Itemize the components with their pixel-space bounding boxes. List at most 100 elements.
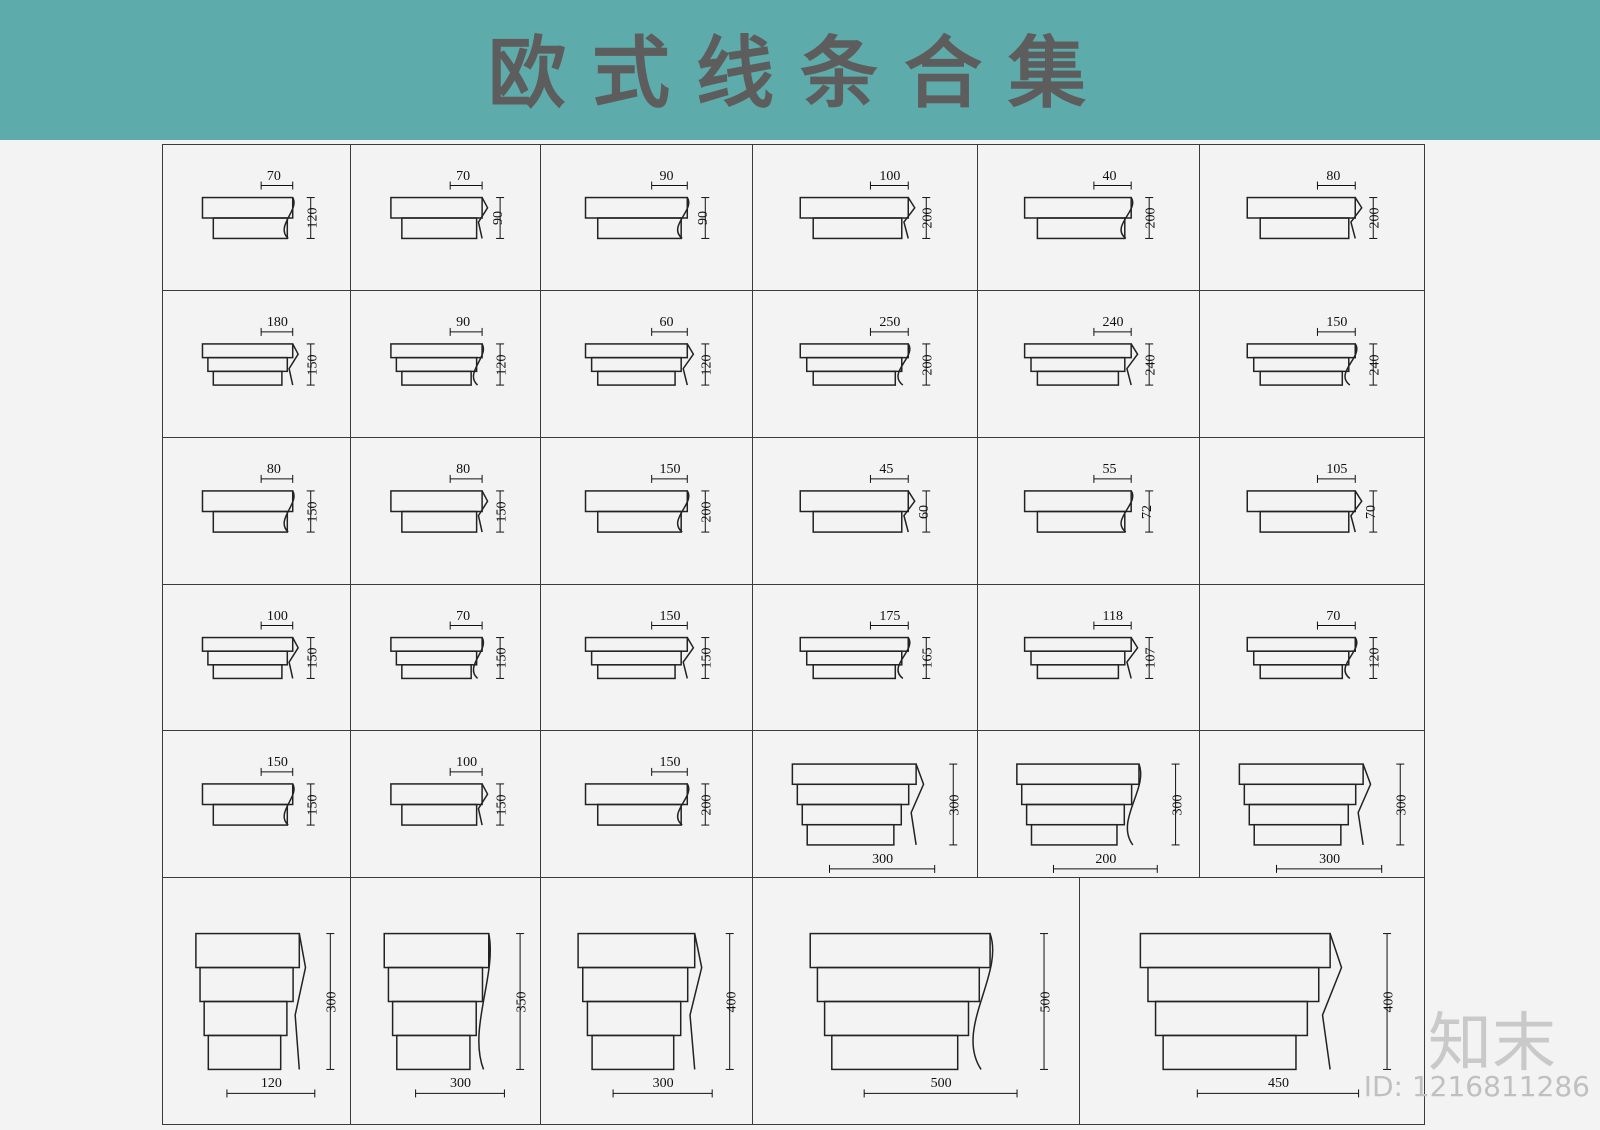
dimension-lines (829, 763, 958, 873)
profile-band (577, 932, 696, 969)
profile-band (212, 803, 289, 826)
width-dimension: 175 (879, 608, 901, 624)
molding-drawing (1246, 621, 1378, 680)
molding-profile (799, 490, 916, 533)
profile-band (816, 966, 981, 1003)
width-dimension: 300 (652, 1076, 674, 1092)
profile-edge (682, 637, 695, 679)
profile-edge (972, 933, 994, 1070)
dimension-lines (651, 181, 710, 239)
height-dimension: 150 (305, 501, 321, 522)
height-dimension: 200 (920, 207, 936, 229)
profile-band (201, 783, 294, 806)
molding-drawing (383, 932, 525, 1098)
height-dimension: 300 (1170, 794, 1186, 815)
height-dimension: 165 (920, 647, 936, 669)
height-dimension: 300 (947, 794, 963, 815)
profile-band (596, 803, 682, 826)
profile-edge (472, 343, 485, 386)
dimension-lines (260, 474, 315, 533)
profile-band (831, 1034, 959, 1071)
dimension-lines (449, 181, 505, 239)
profile-band (201, 636, 294, 652)
molding-drawing (799, 621, 931, 680)
width-dimension: 100 (266, 608, 288, 624)
profile-band (395, 356, 478, 373)
molding-drawing (1023, 181, 1154, 240)
height-dimension: 150 (494, 647, 510, 669)
molding-profile (584, 490, 690, 533)
dimension-lines (869, 327, 931, 386)
molding-profile (1023, 196, 1134, 240)
molding-drawing (1023, 327, 1154, 386)
molding-profile (1016, 763, 1142, 846)
profile-band (1259, 664, 1344, 680)
watermark-logo: 知末 (1428, 1007, 1556, 1081)
width-dimension: 60 (659, 314, 674, 330)
profile-band (823, 1000, 970, 1037)
profile-band (1030, 823, 1118, 846)
profile-band (1259, 510, 1350, 533)
width-dimension: 250 (879, 314, 901, 330)
profile-edge (472, 637, 485, 679)
width-dimension: 500 (930, 1076, 952, 1092)
profile-band (812, 510, 903, 533)
profile-band (1036, 217, 1126, 240)
molding-drawing (201, 327, 315, 386)
profile-edge (283, 490, 295, 533)
profile-edge (1321, 933, 1343, 1070)
molding-drawing (390, 621, 505, 680)
molding-drawing (584, 474, 710, 533)
dimension-lines (260, 327, 315, 386)
profile-band (791, 763, 917, 786)
profile-band (395, 650, 478, 666)
profile-edge (903, 490, 916, 533)
molding-drawing (201, 621, 315, 680)
profile-edge (903, 197, 916, 239)
molding-profile (584, 783, 690, 826)
profile-edge (477, 197, 489, 239)
dimension-lines (1093, 181, 1154, 239)
profile-band (199, 966, 294, 1003)
profile-band (401, 803, 478, 826)
dimension-lines (869, 474, 931, 533)
dimension-lines (449, 474, 505, 533)
profile-band (383, 932, 490, 969)
dimension-lines (1316, 327, 1378, 386)
molding-drawing (390, 767, 505, 826)
molding-drawing (195, 932, 335, 1098)
height-dimension: 120 (1367, 647, 1383, 669)
profile-band (203, 1000, 288, 1037)
profile-band (390, 490, 483, 513)
profile-band (390, 343, 483, 359)
molding-profile (390, 196, 489, 240)
molding-drawing (791, 763, 958, 873)
profile-band (812, 664, 897, 680)
height-dimension: 70 (1364, 504, 1380, 519)
width-dimension: 70 (266, 168, 281, 184)
profile-band (401, 370, 472, 386)
width-dimension: 150 (659, 461, 681, 477)
width-dimension: 90 (456, 314, 471, 330)
profile-band (201, 196, 294, 219)
profile-band (584, 783, 689, 806)
profile-band (584, 196, 689, 219)
profile-edge (1126, 637, 1139, 679)
height-dimension: 200 (699, 794, 715, 815)
molding-drawing (1139, 932, 1392, 1098)
profile-edge (283, 783, 295, 826)
width-dimension: 105 (1326, 461, 1348, 477)
width-dimension: 300 (872, 851, 894, 867)
profile-band (1259, 370, 1344, 386)
molding-profile (1246, 196, 1363, 240)
